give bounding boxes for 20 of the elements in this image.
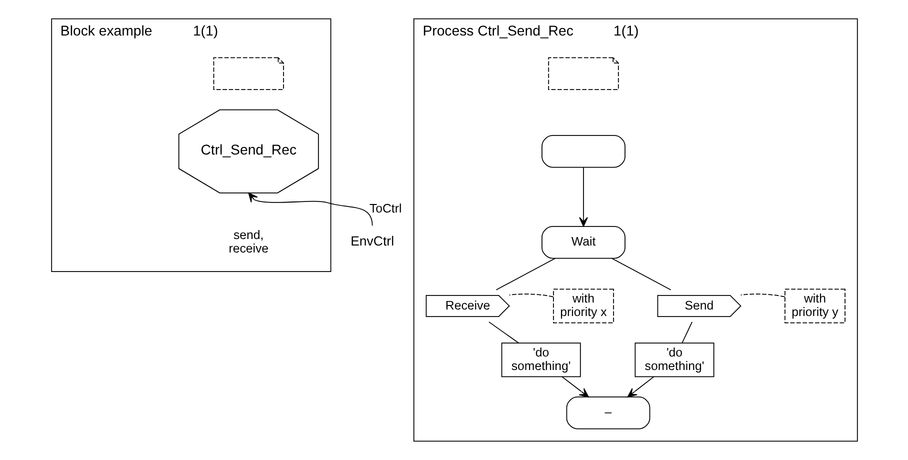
arrow [578,166,588,227]
node-text: EnvCtrl [350,233,394,248]
arrow [248,192,372,226]
node-oval [541,135,625,168]
node-box: Wait [541,226,625,259]
connector [681,322,692,344]
edge-label: ToCtrl [368,202,402,216]
arrow [626,376,654,398]
connector [610,258,671,290]
node-box: – [566,396,650,430]
arrow [561,376,588,398]
connector [508,294,554,298]
connector [488,322,519,344]
connector [740,294,785,298]
node-box: 'do something' [634,342,714,378]
node-box: with priority y [784,288,845,324]
node-box: with priority x [552,288,614,324]
label: send, receive [228,228,268,256]
node-box: 'do something' [500,342,580,378]
connector [495,258,556,290]
